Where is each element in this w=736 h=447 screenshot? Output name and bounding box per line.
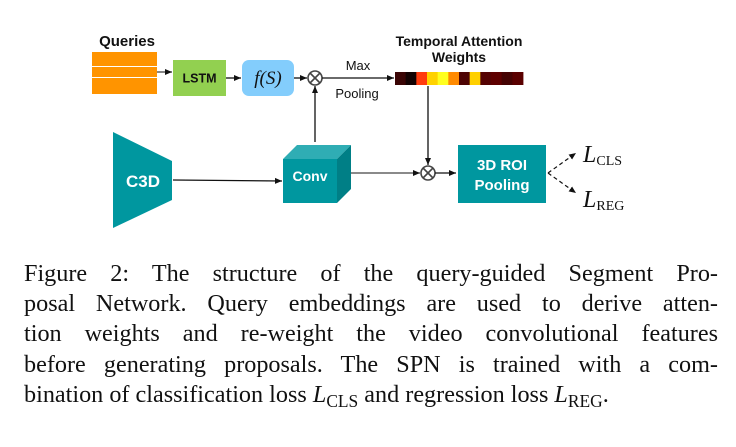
caption-line: posal Network. Query embeddings are used… <box>24 290 718 318</box>
caption-text: . <box>602 380 609 408</box>
loss-cls-label: LCLS <box>582 142 622 169</box>
queries-label: Queries <box>99 33 155 50</box>
arrow-to-loss-cls <box>547 152 577 174</box>
query-row <box>92 78 157 94</box>
queries-block <box>92 52 157 94</box>
c3d-label: C3D <box>126 172 160 191</box>
multiply-icon <box>307 70 323 86</box>
figure-caption: Figure 2: The structure of the query-gui… <box>24 259 718 410</box>
conv-cube <box>283 145 351 203</box>
lstm-label: LSTM <box>182 72 216 86</box>
attention-weight-cell <box>416 72 428 85</box>
max-pooling-label-top: Max <box>346 58 371 73</box>
temporal-attention-weights-bar <box>395 72 524 85</box>
c3d-block <box>113 132 172 228</box>
spn-architecture-diagram: Queries LSTM f(S) Max Pooling Temporal A… <box>92 33 624 228</box>
attention-weight-cell <box>512 72 524 85</box>
lstm-box <box>173 60 226 96</box>
roi-pooling-label-line2: Pooling <box>475 177 530 194</box>
query-row <box>92 67 157 77</box>
max-pooling-label-bottom: Pooling <box>335 86 378 101</box>
loss-cls-symbol: L <box>312 380 327 408</box>
attention-weight-cell <box>480 72 492 85</box>
attention-weight-cell <box>405 72 417 85</box>
temporal-attention-title-line1: Temporal Attention <box>396 33 523 49</box>
caption-text: bination of classification loss <box>24 380 313 408</box>
temporal-attention-title-line2: Weights <box>432 49 486 65</box>
attention-weight-cell <box>395 72 407 85</box>
fs-box <box>242 60 294 96</box>
roi-pooling-box <box>458 145 546 203</box>
attention-weight-cell <box>448 72 460 85</box>
caption-text: and regression loss <box>358 380 555 408</box>
loss-cls-subscript: CLS <box>326 390 359 411</box>
arrow-c3d-to-conv <box>172 177 283 184</box>
caption-line: tion weights and re-weight the video con… <box>24 320 718 348</box>
loss-reg-symbol: L <box>554 380 568 408</box>
attention-weight-cell <box>459 72 471 85</box>
attention-weight-cell <box>437 72 449 85</box>
attention-weight-cell <box>501 72 513 85</box>
roi-pooling-label-line1: 3D ROI <box>477 157 527 174</box>
caption-line: bination of classification loss LCLS and… <box>24 380 718 410</box>
query-row <box>92 52 157 66</box>
conv-label: Conv <box>293 168 328 184</box>
attention-weight-cell <box>469 72 481 85</box>
caption-line: before generating proposals. The SPN is … <box>24 350 718 378</box>
loss-reg-label: LREG <box>582 187 624 214</box>
attention-weight-cell <box>427 72 439 85</box>
loss-reg-subscript: REG <box>567 390 603 411</box>
multiply-icon <box>420 165 436 181</box>
attention-weight-cell <box>491 72 503 85</box>
fs-label: f(S) <box>254 68 281 89</box>
caption-line: Figure 2: The structure of the query-gui… <box>24 260 718 287</box>
arrow-to-loss-reg <box>547 172 577 194</box>
